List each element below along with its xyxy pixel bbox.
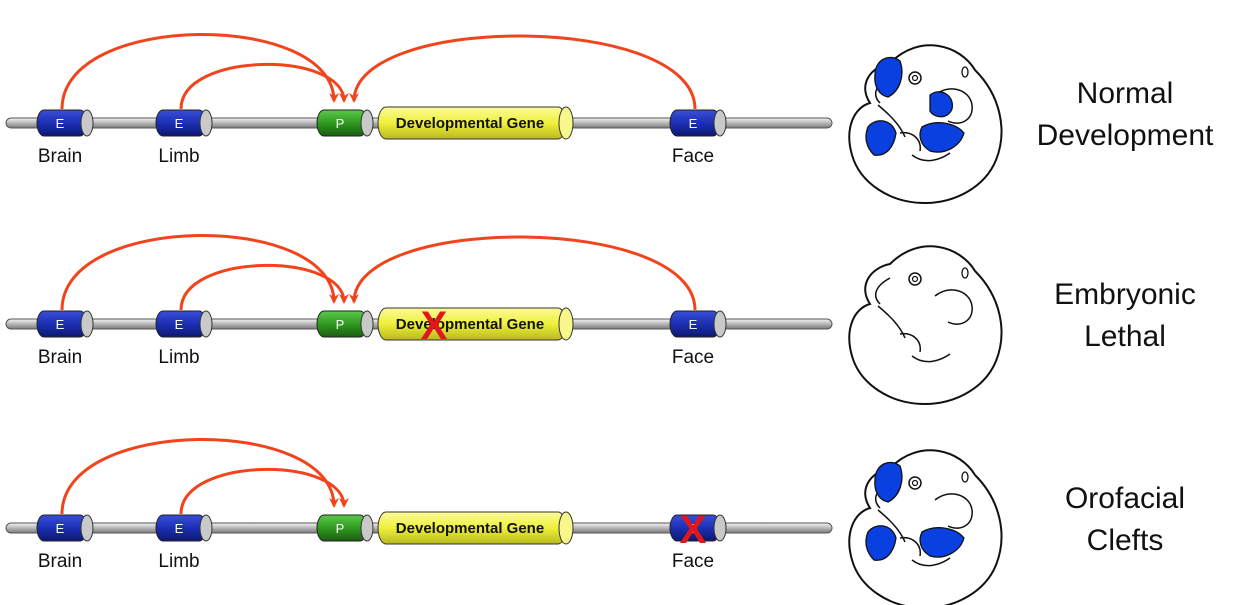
enhancer-site-label: Brain <box>38 347 82 368</box>
enhancer-site-label: Face <box>672 146 714 167</box>
enhancer-letter: E <box>689 521 698 536</box>
enhancer-brain: E <box>36 514 94 542</box>
embryo-detail <box>874 277 951 363</box>
developmental-gene: Developmental Gene <box>377 511 574 545</box>
embryo-jaw <box>934 289 973 325</box>
embryo-ear <box>961 66 969 78</box>
promoter-letter: P <box>336 116 345 131</box>
face-expression-region <box>929 91 953 118</box>
enhancer-face: E <box>669 514 727 542</box>
promoter: P <box>316 310 374 338</box>
outcome-label-line: Lethal <box>1084 320 1166 353</box>
enhancer-limb: E <box>155 310 213 338</box>
embryo-detail <box>874 481 951 567</box>
gene-label: Developmental Gene <box>396 316 544 333</box>
forelimb-expression-region <box>865 120 897 156</box>
gene-label: Developmental Gene <box>396 115 544 132</box>
developmental-gene: Developmental Gene <box>377 307 574 341</box>
enhancer-site-label: Limb <box>158 347 199 368</box>
outcome-label-line: Development <box>1037 119 1214 152</box>
promoter-letter: P <box>336 317 345 332</box>
hindlimb-expression-region <box>919 122 965 153</box>
enhancer-site-label: Brain <box>38 146 82 167</box>
enhancer-letter: E <box>689 317 698 332</box>
promoter: P <box>316 109 374 137</box>
enhancer-letter: E <box>175 521 184 536</box>
enhancer-brain: E <box>36 310 94 338</box>
embryo-detail <box>874 76 951 162</box>
enhancer-knockout-x-icon: X <box>680 508 707 552</box>
regulation-arrow-brain <box>60 33 339 110</box>
embryo-eye-inner <box>911 479 919 487</box>
enhancer-face: E <box>669 109 727 137</box>
gene-label: Developmental Gene <box>396 520 544 537</box>
enhancer-letter: E <box>56 317 65 332</box>
embryo-ear <box>961 267 969 279</box>
embryo-jaw <box>934 493 973 529</box>
brain-expression-region <box>874 461 903 503</box>
regulation-arrow-limb <box>179 263 349 311</box>
regulation-arrow-limb <box>179 62 349 110</box>
embryo-illustration <box>848 44 1003 205</box>
embryo-eye-outer <box>908 272 922 286</box>
enhancer-site-label: Face <box>672 347 714 368</box>
embryo-eye-inner <box>911 275 919 283</box>
row-normal-development: E Brain E Limb E Face P Developmental Gene Norma… <box>5 33 1214 205</box>
embryo-illustration <box>848 449 1003 605</box>
enhancer-face: E <box>669 310 727 338</box>
outcome-label-line: Clefts <box>1087 524 1164 557</box>
enhancer-site-label: Face <box>672 551 714 572</box>
enhancer-letter: E <box>56 116 65 131</box>
regulation-arrow-brain <box>60 234 339 311</box>
promoter: P <box>316 514 374 542</box>
enhancer-letter: E <box>175 116 184 131</box>
enhancer-letter: E <box>56 521 65 536</box>
gene-knockout-x-icon: X <box>421 304 448 348</box>
enhancer-letter: E <box>689 116 698 131</box>
regulation-arrow-face <box>349 34 697 110</box>
embryo-illustration <box>848 245 1003 406</box>
promoter-letter: P <box>336 521 345 536</box>
hindlimb-expression-region <box>919 527 965 558</box>
enhancer-site-label: Limb <box>158 146 199 167</box>
developmental-gene: Developmental Gene <box>377 106 574 140</box>
enhancer-site-label: Limb <box>158 551 199 572</box>
embryo-eye-outer <box>908 476 922 490</box>
embryo-ear <box>961 471 969 483</box>
outcome-label-line: Orofacial <box>1065 482 1185 515</box>
enhancer-letter: E <box>175 317 184 332</box>
embryo-jaw <box>934 88 973 124</box>
enhancer-limb: E <box>155 514 213 542</box>
enhancer-limb: E <box>155 109 213 137</box>
outcome-label-line: Normal <box>1077 77 1174 110</box>
embryo-eye-inner <box>911 74 919 82</box>
brain-expression-region <box>874 56 903 98</box>
enhancer-brain: E <box>36 109 94 137</box>
forelimb-expression-region <box>865 525 897 561</box>
regulation-arrow-brain <box>60 438 339 515</box>
regulation-arrow-face <box>349 235 697 311</box>
regulation-arrow-limb <box>179 467 349 515</box>
embryo-outline <box>848 245 1003 406</box>
embryo-eye-outer <box>908 71 922 85</box>
enhancer-site-label: Brain <box>38 551 82 572</box>
outcome-label-line: Embryonic <box>1054 278 1196 311</box>
